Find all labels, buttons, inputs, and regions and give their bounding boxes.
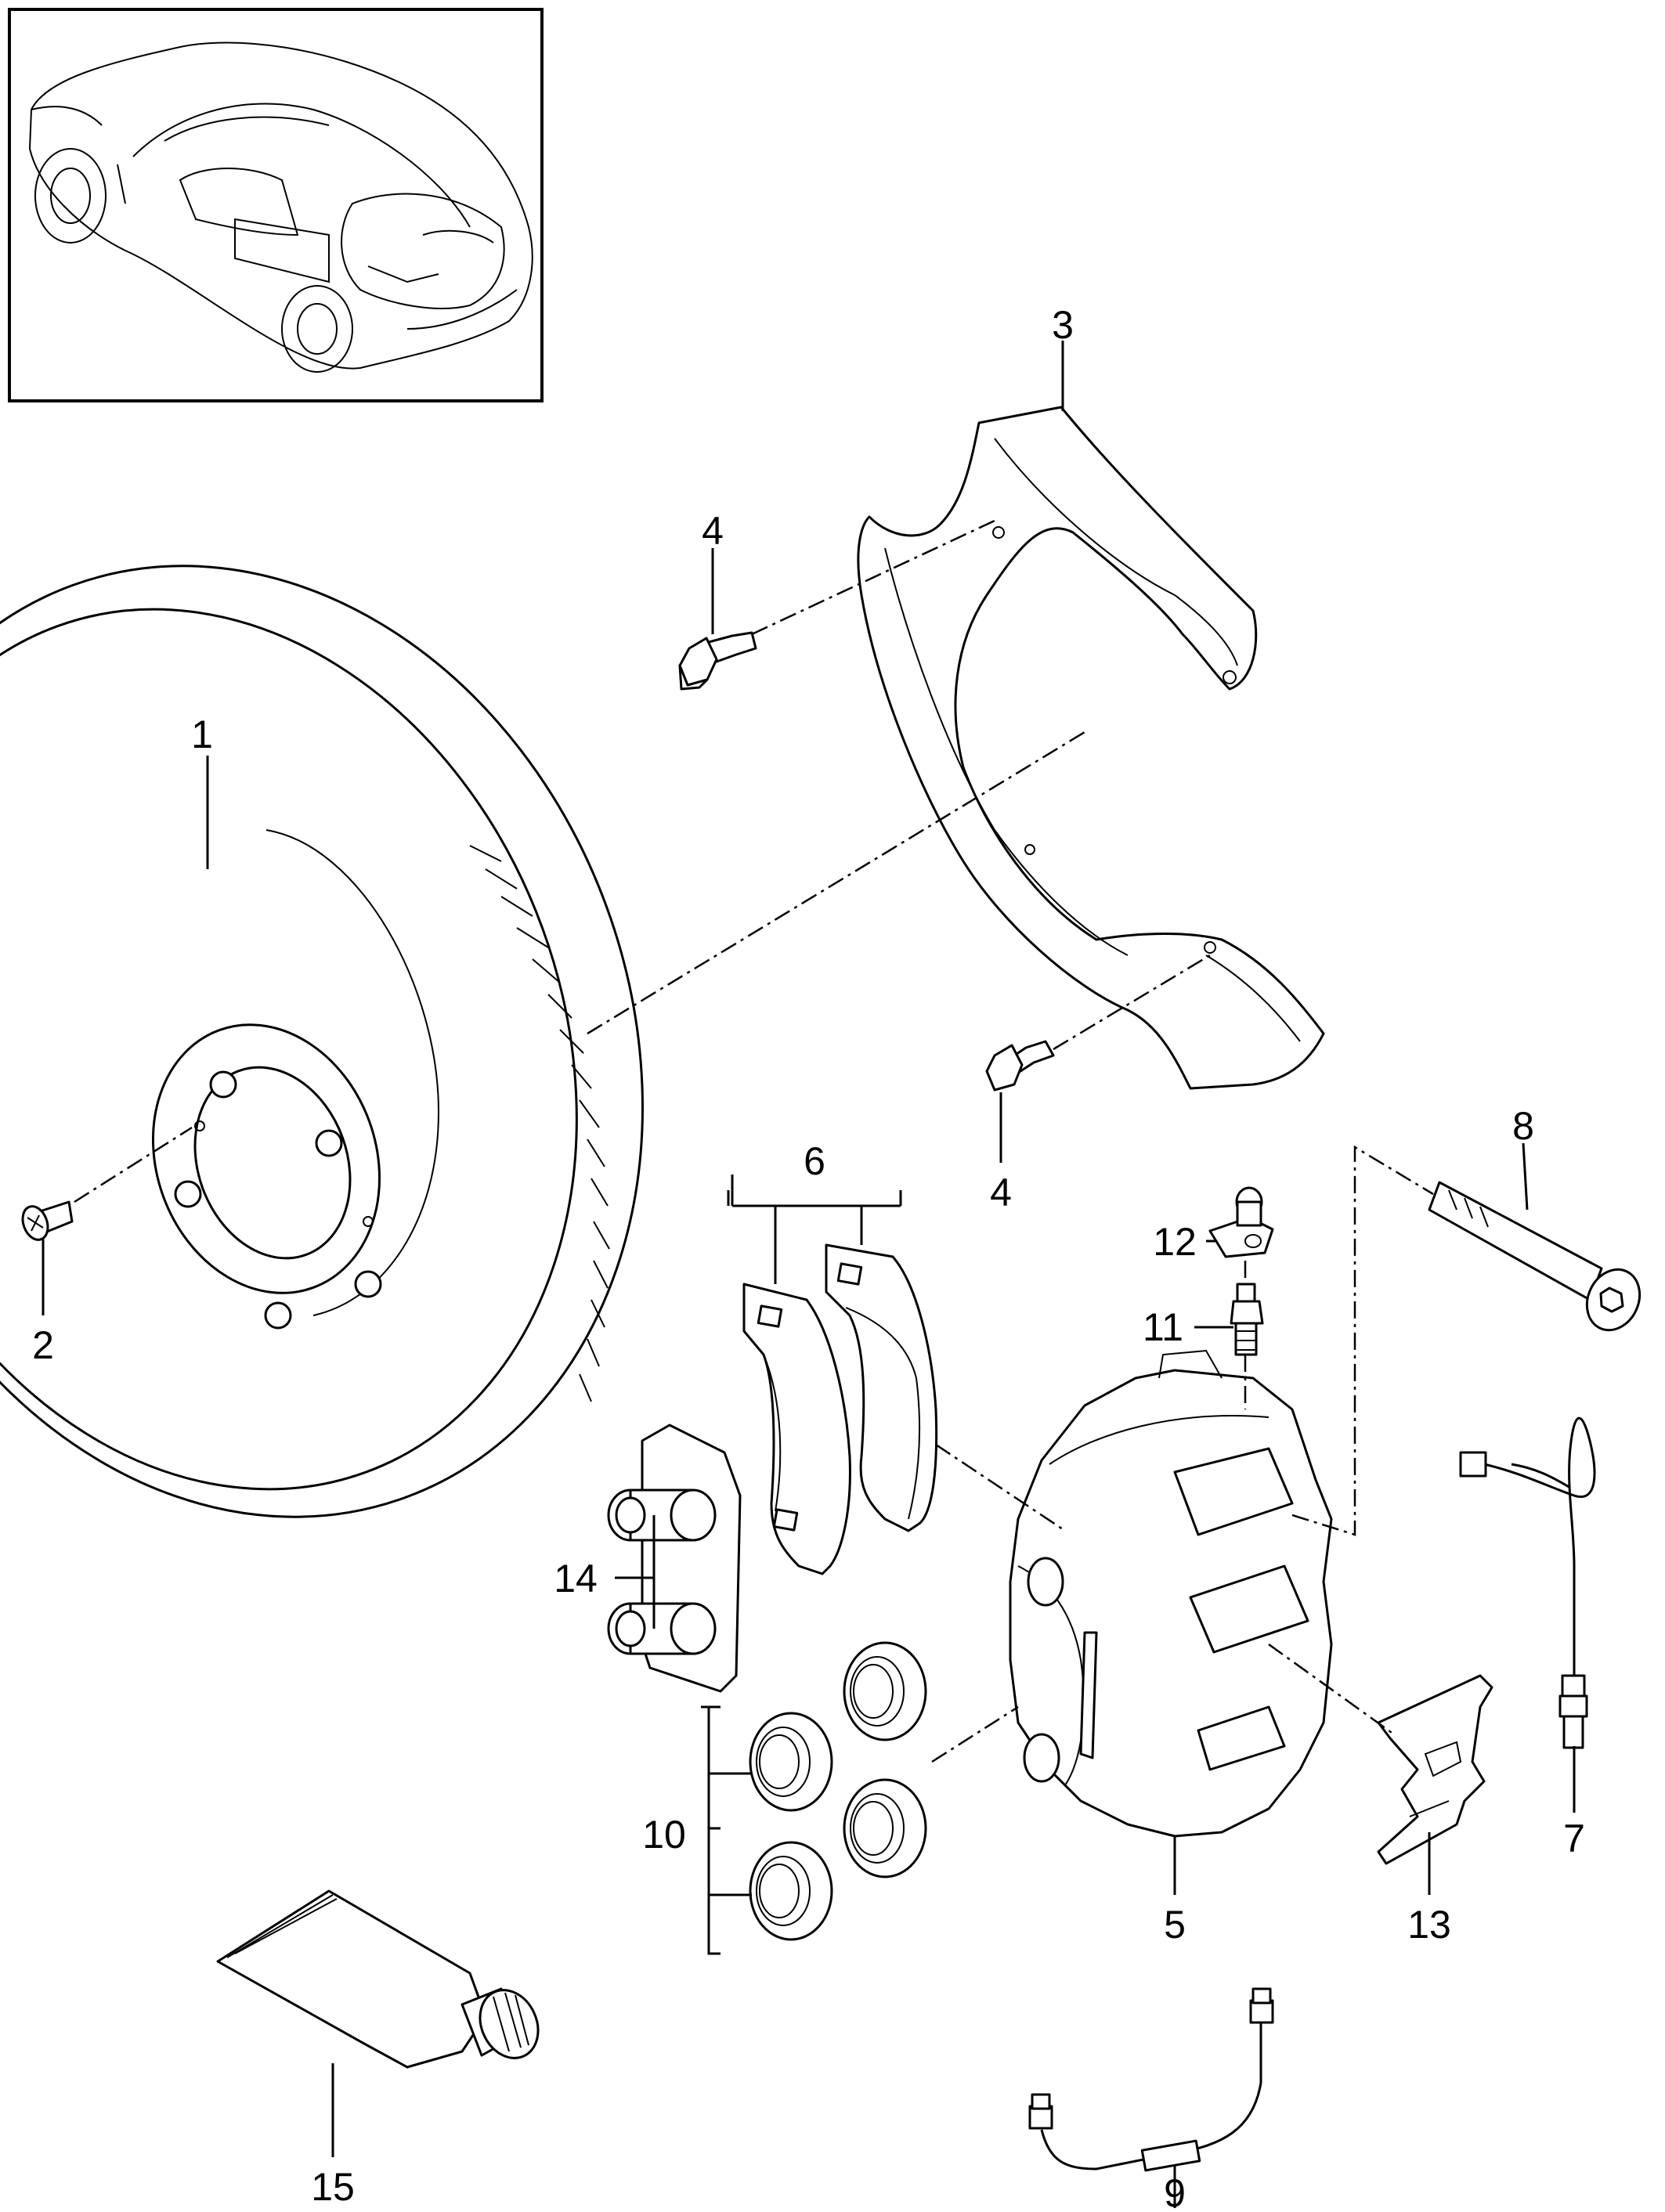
brake-hose [1028,1987,1274,2172]
callout-leader-lines [42,341,1576,2208]
piston-seal-3 [749,1841,833,1941]
bleeder-cap [1208,1186,1274,1258]
anti-rattle-spring [1377,1674,1493,1865]
callout-1: 1 [191,713,213,756]
pad-wear-sensor [1459,1416,1596,1749]
brake-pad-front [742,1283,851,1575]
callout-2: 2 [32,1323,54,1367]
piston-seal-1 [749,1712,833,1812]
bleeder-screw [1230,1283,1264,1356]
bolt-upper [678,631,757,691]
callout-5: 5 [1164,1903,1186,1947]
brake-caliper [1009,1349,1333,1838]
callout-8: 8 [1512,1104,1534,1148]
brake-disc [0,565,644,1518]
brake-pad-rear [825,1243,938,1532]
bolt-lower [985,1040,1055,1092]
countersunk-screw [21,1200,74,1241]
brake-dust-shield [857,406,1325,1090]
callout-15: 15 [311,2165,355,2209]
callout-6: 6 [804,1139,825,1183]
callout-12: 12 [1153,1220,1197,1264]
guide-bushing-set [607,1424,742,1693]
piston-seal-4 [843,1778,927,1878]
grease-tube [216,1889,540,2069]
callout-4-upper: 4 [702,509,724,553]
callout-11: 11 [1143,1305,1183,1349]
guide-pin-bolt [1428,1181,1642,1332]
callout-3: 3 [1052,303,1074,347]
assembly-guide-lines [74,519,1434,1763]
callout-13: 13 [1407,1903,1451,1947]
callout-4-lower: 4 [990,1171,1012,1214]
callout-7: 7 [1563,1817,1585,1860]
callout-10: 10 [642,1813,686,1857]
car-illustration [28,41,533,373]
callout-9: 9 [1164,2171,1186,2212]
vehicle-overview-inset [8,8,544,402]
piston-seal-2 [843,1641,927,1741]
callout-labels: 1 2 3 4 4 5 6 7 8 9 10 11 12 13 14 15 [32,303,1585,2212]
piston-seal-set [749,1641,927,1941]
callout-14: 14 [554,1557,598,1600]
